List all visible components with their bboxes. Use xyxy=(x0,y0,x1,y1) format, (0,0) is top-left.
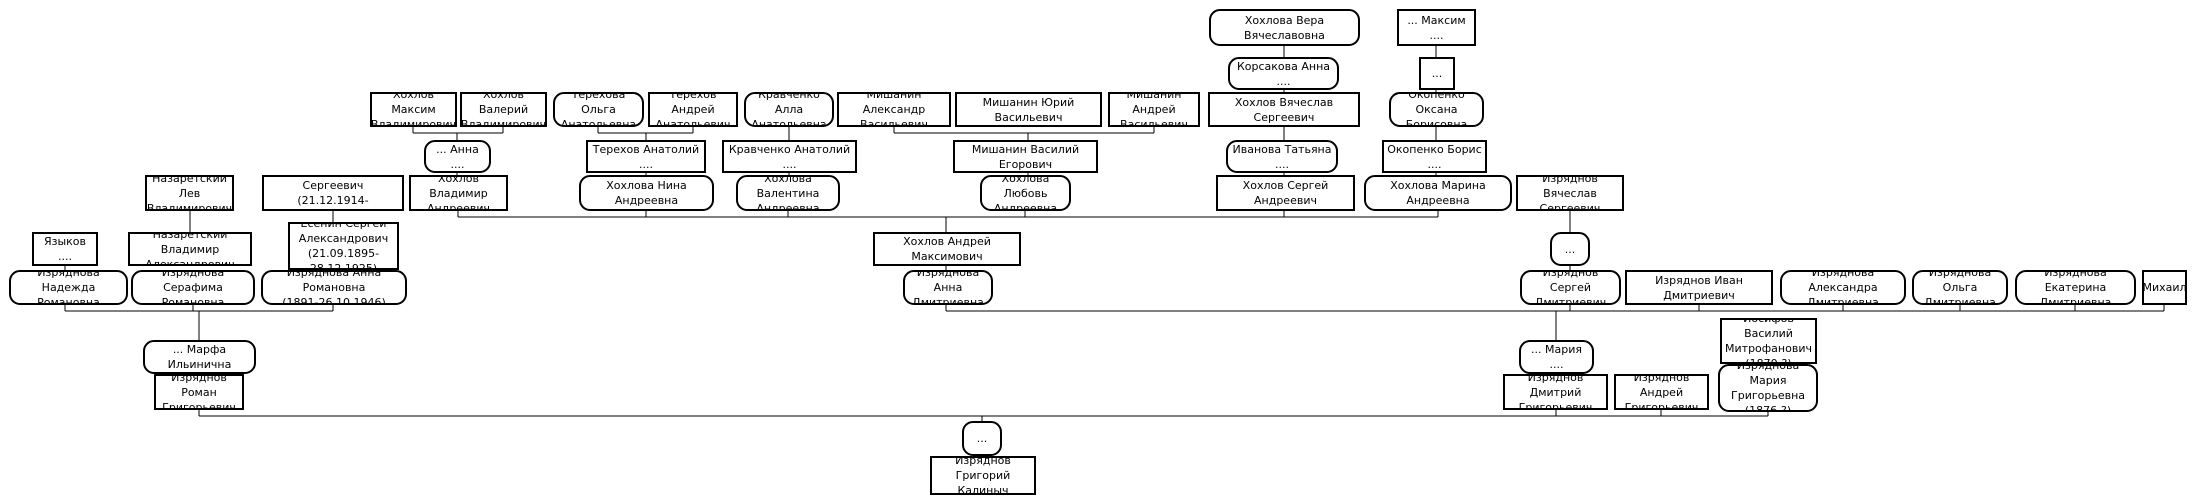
person-khokhlova-vera[interactable]: Хохлова Вера Вячеславовна xyxy=(1209,9,1360,46)
person-kravchenko-alla[interactable]: Кравченко Алла Анатольевна xyxy=(744,92,834,127)
person-izryadnov-ivan[interactable]: Изряднов Иван Дмитриевич xyxy=(1625,270,1773,305)
person-izryadnova-nadezhda[interactable]: Изряднова Надежда Романовна xyxy=(9,270,128,305)
person-khokhlov-sergey[interactable]: Хохлов Сергей Андреевич xyxy=(1216,175,1355,211)
person-nazaretsky-vladimir[interactable]: Назаретский Владимир Александрович xyxy=(128,232,252,266)
person-khokhlov-vyacheslav[interactable]: Хохлов Вячеслав Сергеевич xyxy=(1208,92,1360,127)
person-esenin-sergey[interactable]: Есенин Сергей Александрович (21.09.1895-… xyxy=(288,222,399,270)
person-khokhlov-maksim-v[interactable]: Хохлов Максим Владимирович xyxy=(370,92,457,127)
person-terekhov-andrey[interactable]: Терехов Андрей Анатольевич xyxy=(648,92,738,127)
person-mishanin-vasily[interactable]: Мишанин Василий Егорович xyxy=(953,140,1098,173)
person-izryadnov-sergey[interactable]: Изряднов Сергей Дмитриевич xyxy=(1520,270,1621,305)
person-izryadnov-dmitry[interactable]: Изряднов Дмитрий Григорьевич xyxy=(1503,374,1608,410)
person-izryadnova-alexandra[interactable]: Изряднова Александра Дмитриевна xyxy=(1780,270,1906,305)
person-maksim-top[interactable]: ... Максим .... xyxy=(1397,9,1476,46)
person-izryadnov-grigory[interactable]: Изряднов Григорий Калиныч xyxy=(930,456,1036,495)
person-anna-dots[interactable]: ... Анна .... xyxy=(424,140,491,173)
person-terekhov-anatoly[interactable]: Терехов Анатолий .... xyxy=(586,140,706,173)
person-izryadnov-vyacheslav[interactable]: Изряднов Вячеслав Сергеевич xyxy=(1516,175,1624,211)
person-mishanin-alexander[interactable]: Мишанин Александр Васильевич xyxy=(837,92,951,127)
person-khokhlova-valentina[interactable]: Хохлова Валентина Андреевна xyxy=(736,175,840,211)
person-izryadnov-yury[interactable]: Изряднов Юрий Сергеевич (21.12.1914-13.0… xyxy=(262,175,404,211)
person-terekhova-olga[interactable]: Терехова Ольга Анатольевна xyxy=(553,92,644,127)
person-khokhlov-andrey[interactable]: Хохлов Андрей Максимович xyxy=(873,232,1021,266)
person-izryadnov-roman[interactable]: Изряднов Роман Григорьевич xyxy=(154,374,244,410)
person-ivanova-tatyana[interactable]: Иванова Татьяна .... xyxy=(1226,140,1338,173)
person-dots-root-wife[interactable]: ... xyxy=(962,421,1002,456)
person-khokhlova-marina[interactable]: Хохлова Марина Андреевна xyxy=(1364,175,1512,211)
person-izryadnova-ekaterina[interactable]: Изряднова Екатерина Дмитриевна xyxy=(2015,270,2136,305)
person-izryadnov-andrey-g[interactable]: Изряднов Андрей Григорьевич xyxy=(1614,374,1709,410)
person-dots-sergey-wife[interactable]: ... xyxy=(1550,232,1590,266)
person-iosifov-vasily[interactable]: Иосифов Василий Митрофанович (1870-?) xyxy=(1720,318,1817,364)
person-khokhlov-valery[interactable]: Хохлов Валерий Владимирович xyxy=(460,92,547,127)
person-okopenko-boris[interactable]: Окопенко Борис .... xyxy=(1382,140,1487,173)
person-mishanin-andrey[interactable]: Мишанин Андрей Васильевич xyxy=(1108,92,1200,127)
person-okopenko-oksana[interactable]: Окопенко Оксана Борисовна xyxy=(1389,92,1484,127)
person-maria-dots[interactable]: ... Мария .... xyxy=(1519,340,1594,374)
person-dots-top[interactable]: ... xyxy=(1419,57,1455,90)
person-khokhlov-vladimir[interactable]: Хохлов Владимир Андреевич xyxy=(409,175,508,211)
person-izryadnova-anna-d[interactable]: Изряднова Анна Дмитриевна xyxy=(903,270,993,305)
person-mikhail[interactable]: Михаил xyxy=(2142,270,2187,305)
person-izryadnova-serafima[interactable]: Изряднова Серафима Романовна xyxy=(131,270,255,305)
person-yazykov[interactable]: Языков .... xyxy=(32,232,98,266)
person-izryadnova-maria[interactable]: Изряднова Мария Григорьевна (1876-?) xyxy=(1718,364,1818,412)
person-nazaretsky-lev[interactable]: Назаретский Лев Владимирович xyxy=(145,175,234,211)
person-marfa[interactable]: ... Марфа Ильинична xyxy=(143,340,256,374)
person-khokhlova-nina[interactable]: Хохлова Нина Андреевна xyxy=(579,175,714,211)
person-izryadnova-olga[interactable]: Изряднова Ольга Дмитриевна xyxy=(1912,270,2008,305)
person-kravchenko-anatoly[interactable]: Кравченко Анатолий .... xyxy=(722,140,857,173)
person-izryadnova-anna-r[interactable]: Изряднова Анна Романовна (1891-26.10.194… xyxy=(261,270,407,305)
person-khokhlova-lyubov[interactable]: Хохлова Любовь Андреевна xyxy=(980,175,1071,211)
person-korsakova-anna[interactable]: Корсакова Анна .... xyxy=(1228,57,1339,90)
person-mishanin-yury[interactable]: Мишанин Юрий Васильевич xyxy=(955,92,1102,127)
